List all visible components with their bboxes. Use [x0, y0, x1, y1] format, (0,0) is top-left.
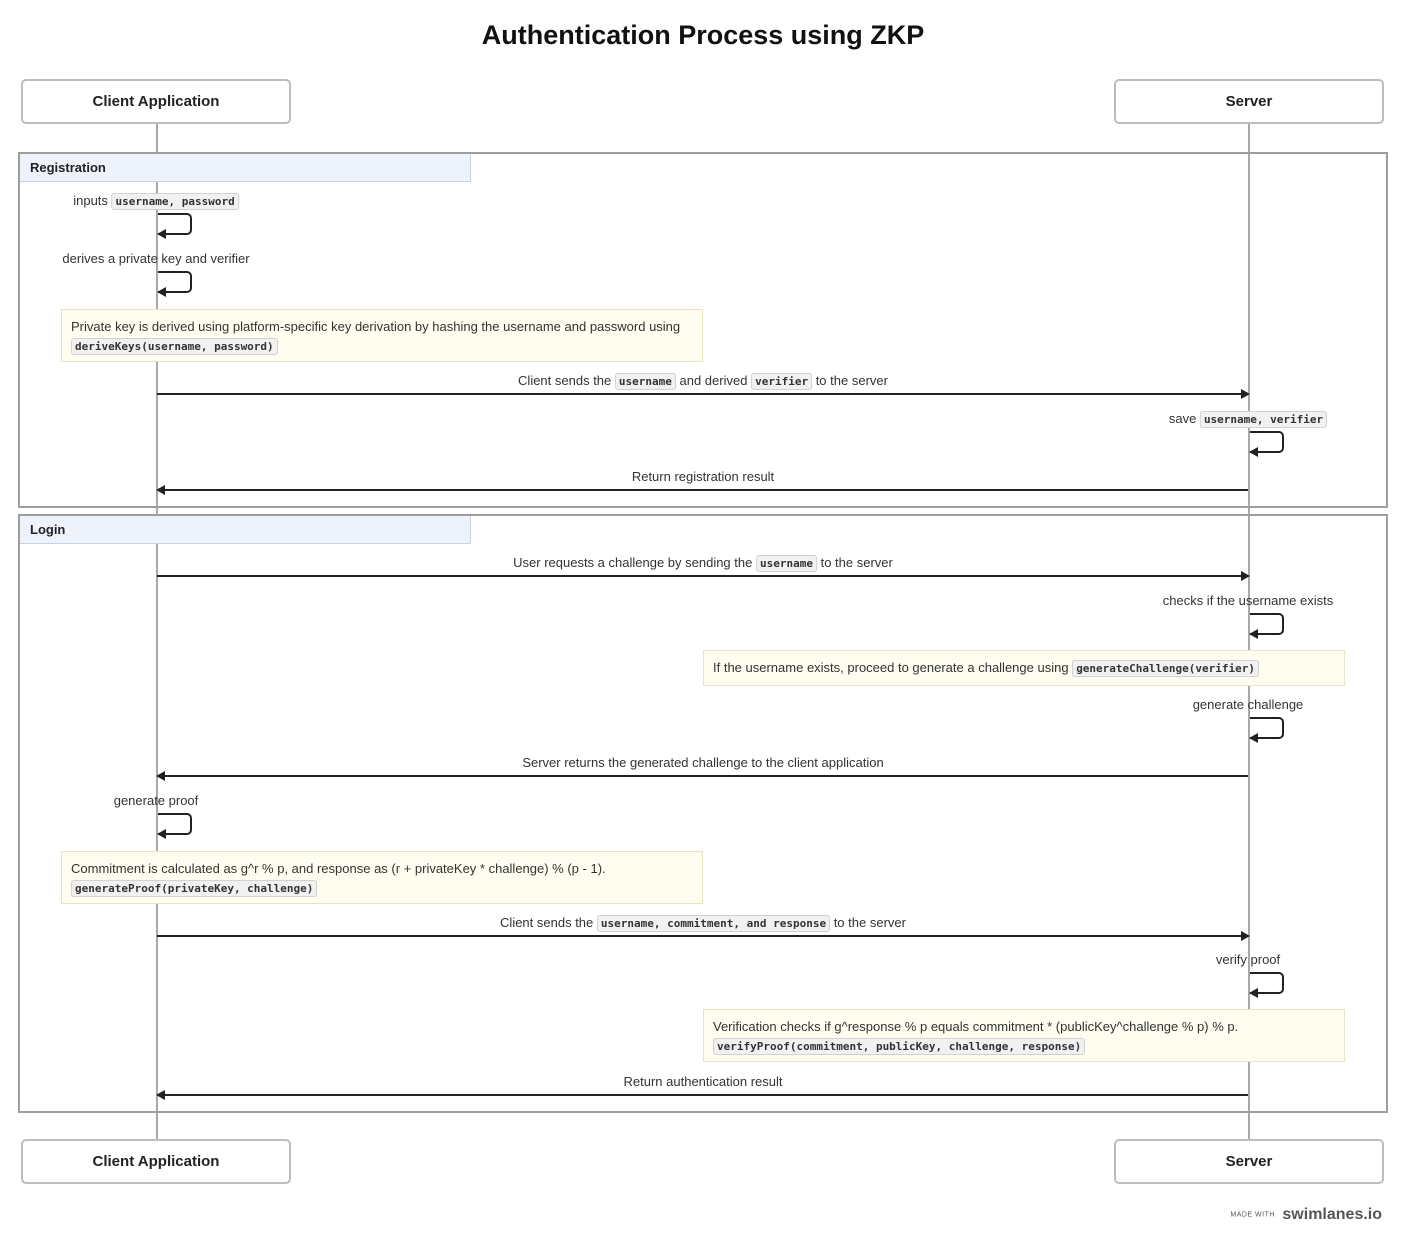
- key-derivation-note: Private key is derived using platform-sp…: [61, 309, 703, 362]
- derives-label: derives a private key and verifier: [62, 251, 250, 266]
- username-code: username: [614, 373, 676, 390]
- return-challenge-label: Server returns the generated challenge t…: [522, 755, 884, 770]
- verification-note-text: Verification checks if g^response % p eq…: [713, 1019, 1239, 1034]
- made-with-footer[interactable]: MADE WITH swimlanes.io: [1230, 1206, 1382, 1224]
- registration-group-label: Registration: [20, 154, 471, 182]
- registration-result-arrow: [156, 485, 1248, 495]
- registration-group: Registration: [18, 152, 1388, 508]
- verification-note: Verification checks if g^response % p eq…: [703, 1009, 1345, 1062]
- server-actor-top: Server: [1114, 79, 1384, 124]
- login-username-code: username: [755, 555, 817, 572]
- client-lifeline: [156, 124, 158, 1140]
- check-username-self-arrow: [1249, 613, 1284, 639]
- registration-result-label: Return registration result: [631, 469, 775, 484]
- challenge-note: If the username exists, proceed to gener…: [703, 650, 1345, 686]
- send-proof-code: username, commitment, and response: [596, 915, 831, 932]
- generate-proof-label: generate proof: [113, 793, 199, 808]
- inputs-code: username, password: [111, 193, 239, 210]
- client-actor-bottom: Client Application: [21, 1139, 291, 1184]
- client-actor-top: Client Application: [21, 79, 291, 124]
- send-proof-label: Client sends the username, commitment, a…: [500, 915, 906, 932]
- verify-proof-label: verify proof: [1215, 952, 1281, 967]
- generate-challenge-self-arrow: [1249, 717, 1284, 743]
- request-challenge-label: User requests a challenge by sending the…: [513, 555, 893, 572]
- commitment-note: Commitment is calculated as g^r % p, and…: [61, 851, 703, 904]
- diagram-title: Authentication Process using ZKP: [481, 20, 925, 50]
- challenge-note-text: If the username exists, proceed to gener…: [713, 660, 1069, 675]
- auth-result-arrow: [156, 1090, 1248, 1100]
- derive-keys-code: deriveKeys(username, password): [71, 338, 278, 355]
- auth-result-label: Return authentication result: [623, 1074, 783, 1089]
- request-challenge-arrow: [157, 571, 1250, 581]
- send-verifier-arrow: [157, 389, 1250, 399]
- send-proof-arrow: [157, 931, 1250, 941]
- server-actor-bottom: Server: [1114, 1139, 1384, 1184]
- return-challenge-arrow: [156, 771, 1248, 781]
- save-label: save username, verifier: [1169, 409, 1328, 430]
- generate-proof-self-arrow: [157, 813, 192, 839]
- check-username-label: checks if the username exists: [1162, 593, 1334, 608]
- commitment-note-text: Commitment is calculated as g^r % p, and…: [71, 861, 606, 876]
- generate-proof-code: generateProof(privateKey, challenge): [71, 880, 318, 897]
- verify-proof-self-arrow: [1249, 972, 1284, 998]
- swimlanes-logo[interactable]: swimlanes.io: [1282, 1206, 1382, 1223]
- send-verifier-label: Client sends the username and derived ve…: [518, 373, 888, 390]
- save-code: username, verifier: [1199, 411, 1328, 428]
- generate-challenge-code: generateChallenge(verifier): [1072, 660, 1259, 677]
- login-group-label: Login: [20, 516, 471, 544]
- verifier-code: verifier: [751, 373, 813, 390]
- made-with-label: MADE WITH: [1230, 1211, 1275, 1219]
- derives-self-arrow: [157, 271, 192, 297]
- inputs-label: inputs username, password: [73, 191, 239, 212]
- generate-challenge-label: generate challenge: [1192, 697, 1304, 712]
- verify-proof-code: verifyProof(commitment, publicKey, chall…: [713, 1038, 1086, 1055]
- save-self-arrow: [1249, 431, 1284, 457]
- login-group: Login: [18, 514, 1388, 1113]
- key-derivation-note-text: Private key is derived using platform-sp…: [71, 319, 681, 334]
- inputs-self-arrow: [157, 213, 192, 239]
